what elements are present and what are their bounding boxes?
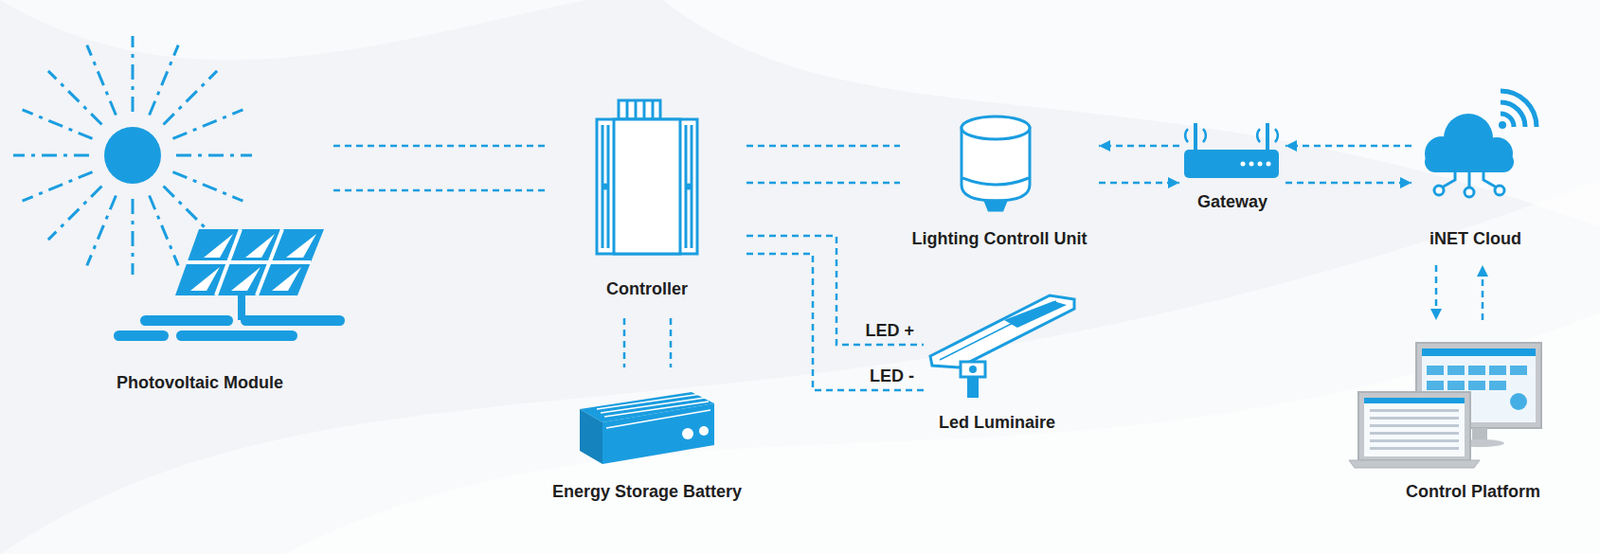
- node-label: Control Platform: [1405, 481, 1541, 503]
- gateway-node: Gateway: [1179, 104, 1286, 223]
- gateway-icon: [1184, 123, 1279, 179]
- dashed-connector: [746, 144, 900, 148]
- control-unit-node: Lighting Controll Unit: [899, 104, 1099, 261]
- dashed-connector: [1285, 181, 1412, 185]
- controller-node: Controller: [547, 94, 747, 319]
- node-label: Lighting Controll Unit: [912, 228, 1088, 250]
- cloud-node: iNET Cloud: [1411, 94, 1540, 266]
- node-label: Led Luminaire: [938, 412, 1056, 433]
- battery-node: Energy Storage Battery: [546, 367, 748, 512]
- dashed-connector: [1285, 144, 1412, 148]
- edge-label-holder: LED +: [862, 320, 917, 342]
- luminaire-node: Led Luminaire: [923, 284, 1071, 446]
- dashed-connector: [746, 253, 924, 391]
- node-label: Controller: [606, 278, 688, 300]
- platform-node: Control Platform: [1354, 320, 1592, 512]
- led-luminaire-icon: [930, 295, 1075, 398]
- node-label: iNET Cloud: [1429, 228, 1522, 250]
- dashed-connector: [333, 189, 548, 193]
- node-label: Energy Storage Battery: [552, 481, 742, 503]
- signal-label: LED -: [867, 365, 917, 387]
- node-label: Photovoltaic Module: [116, 372, 284, 394]
- dashed-connector: [1435, 265, 1439, 321]
- node-label: Gateway: [1197, 191, 1268, 213]
- dashed-connector: [1098, 181, 1180, 185]
- control-platform-icon: [1348, 342, 1542, 468]
- dashed-connector: [1481, 265, 1485, 321]
- dashed-connector: [333, 144, 548, 148]
- solar-panel-icon: [113, 229, 345, 342]
- cloud-icon: [1424, 90, 1537, 198]
- dashed-connector: [1098, 144, 1180, 148]
- dashed-connector: [669, 318, 673, 368]
- lighting-control-unit-icon: [961, 116, 1030, 211]
- controller-icon: [596, 100, 698, 254]
- signal-label: LED +: [862, 320, 917, 342]
- dashed-connector: [746, 235, 924, 345]
- dashed-connector: [746, 181, 900, 185]
- pv-module-node: Photovoltaic Module: [66, 37, 334, 403]
- battery-icon: [579, 392, 715, 465]
- edge-label-holder: LED -: [867, 365, 917, 387]
- dashed-connector: [623, 318, 627, 368]
